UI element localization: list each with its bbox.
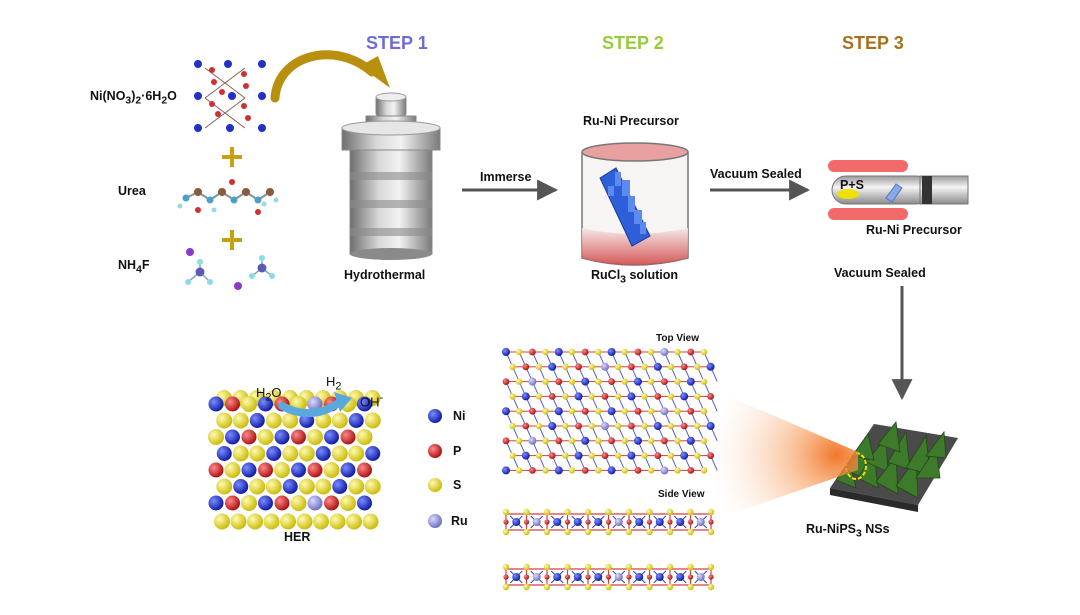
ru-ni-precursor-tube-label: Ru-Ni Precursor bbox=[866, 223, 962, 237]
product-label: Ru-NiPS3 NSs bbox=[806, 522, 890, 540]
ammonium-fluoride-label: NH4F bbox=[118, 258, 150, 276]
side-view-label: Side View bbox=[658, 489, 705, 500]
autoclave bbox=[341, 92, 441, 260]
her-reaction-arrow bbox=[278, 392, 352, 418]
beaker bbox=[581, 142, 689, 266]
quartz-tube-furnace bbox=[828, 160, 969, 220]
legend-ni-label: Ni bbox=[453, 409, 466, 423]
plus-icon-2 bbox=[222, 230, 242, 250]
gold-curved-arrow bbox=[270, 50, 390, 103]
top-view-lattice bbox=[502, 348, 718, 475]
magnified-glow-beam bbox=[714, 390, 858, 520]
legend-p-label: P bbox=[453, 444, 462, 458]
her-label: HER bbox=[284, 530, 311, 544]
plus-icon-1 bbox=[222, 147, 242, 167]
top-view-label: Top View bbox=[656, 333, 699, 344]
vacuum-sealed-below-label: Vacuum Sealed bbox=[834, 266, 926, 280]
hydrothermal-label: Hydrothermal bbox=[344, 268, 426, 282]
side-view-lattice-1 bbox=[502, 508, 715, 536]
water-label: H2O bbox=[256, 385, 282, 404]
legend-ru-label: Ru bbox=[451, 514, 468, 528]
urea-label: Urea bbox=[118, 184, 146, 198]
immerse-label: Immerse bbox=[480, 170, 532, 184]
legend-spheres bbox=[428, 409, 442, 528]
legend-s-label: S bbox=[453, 478, 462, 492]
hydroxide-label: OH- bbox=[360, 392, 384, 410]
vacuum-sealed-arrow-label: Vacuum Sealed bbox=[710, 167, 802, 181]
ammonium-fluoride-molecules bbox=[185, 248, 275, 290]
p-s-label: P+S bbox=[840, 178, 864, 192]
step-3-label: STEP 3 bbox=[842, 33, 904, 53]
side-view-lattice-2 bbox=[502, 563, 715, 591]
ru-ni-precursor-top-label: Ru-Ni Precursor bbox=[583, 114, 679, 128]
urea-molecule bbox=[177, 179, 279, 215]
hydrogen-label: H2 bbox=[326, 374, 342, 393]
rucl3-solution-label: RuCl3 solution bbox=[591, 268, 679, 286]
nickel-nitrate-label: Ni(NO3)2·6H2O bbox=[90, 89, 177, 107]
step-1-label: STEP 1 bbox=[366, 33, 428, 53]
step-2-label: STEP 2 bbox=[602, 33, 664, 53]
nickel-nitrate-structure bbox=[194, 60, 266, 132]
